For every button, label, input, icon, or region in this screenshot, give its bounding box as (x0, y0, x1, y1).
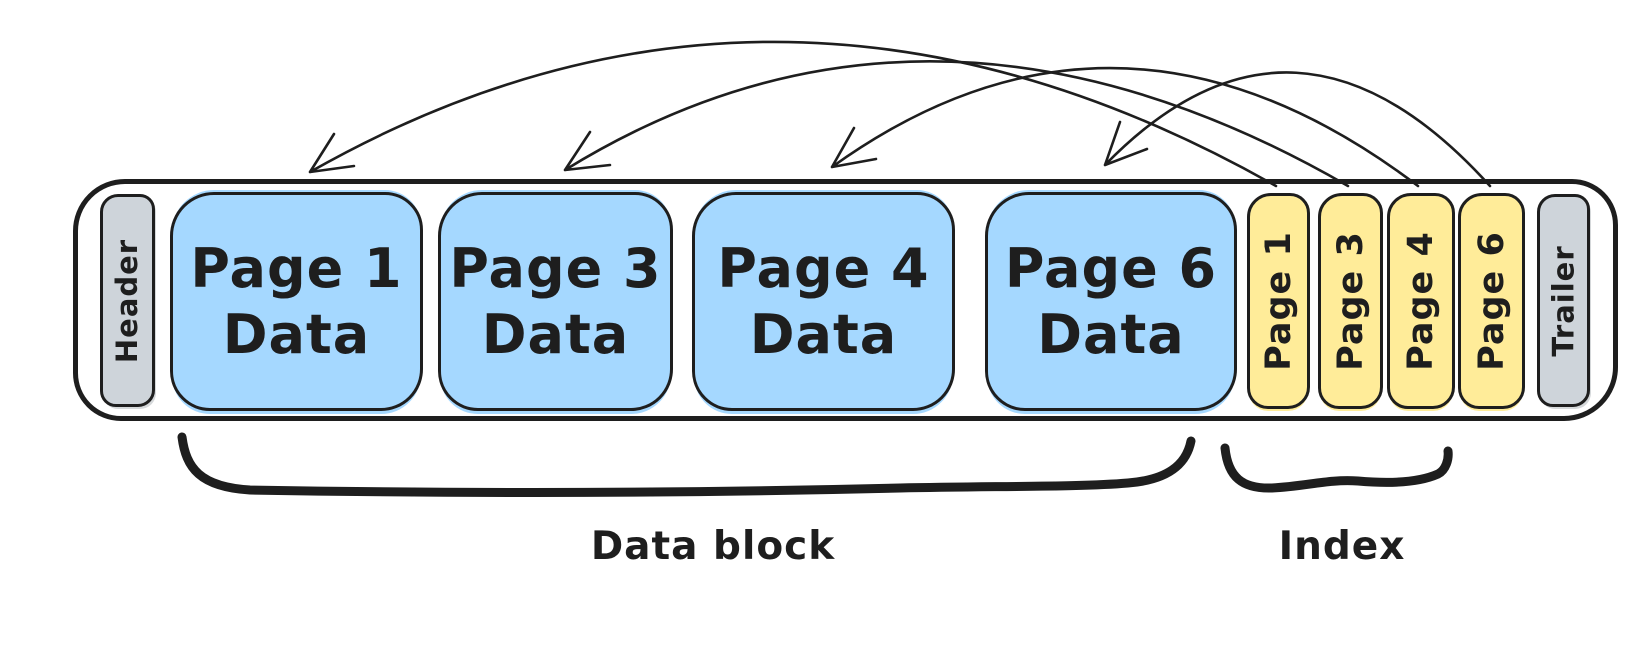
index-entry-page-4-label: Page 4 (1401, 231, 1442, 371)
index-entry-page-6-label: Page 6 (1471, 231, 1512, 371)
index-brace (1220, 443, 1453, 493)
data-page-6: Page 6 Data (985, 192, 1237, 411)
arrow-index4-to-page4 (830, 66, 1420, 188)
arrow-index1-to-page1 (308, 40, 1278, 188)
data-block-label: Data block (590, 524, 836, 569)
data-page-3-title: Page 3 (449, 236, 662, 300)
data-page-1: Page 1 Data (170, 192, 423, 411)
index-entry-page-1: Page 1 (1247, 193, 1310, 409)
data-page-1-title: Page 1 (190, 236, 403, 300)
index-label: Index (1278, 524, 1406, 569)
index-entry-page-1-label: Page 1 (1258, 231, 1299, 371)
trailer-section: Trailer (1537, 194, 1590, 407)
index-entry-page-3: Page 3 (1318, 193, 1383, 409)
index-entry-page-6: Page 6 (1458, 193, 1525, 409)
data-block-brace (177, 432, 1196, 497)
data-page-3-subtitle: Data (481, 302, 630, 366)
data-page-6-subtitle: Data (1037, 302, 1185, 366)
data-page-4: Page 4 Data (692, 192, 955, 411)
index-entry-page-4: Page 4 (1387, 193, 1455, 409)
arrow-index3-to-page3 (563, 60, 1350, 188)
index-entry-page-3-label: Page 3 (1330, 231, 1371, 371)
header-label: Header (110, 238, 145, 363)
header-section: Header (100, 194, 155, 407)
arrow-index6-to-page6 (1103, 71, 1492, 188)
data-page-3: Page 3 Data (438, 192, 673, 411)
data-page-4-subtitle: Data (749, 302, 898, 366)
data-page-1-subtitle: Data (222, 302, 371, 366)
data-page-6-title: Page 6 (1004, 236, 1218, 300)
data-page-4-title: Page 4 (717, 236, 930, 300)
trailer-label: Trailer (1546, 244, 1581, 357)
